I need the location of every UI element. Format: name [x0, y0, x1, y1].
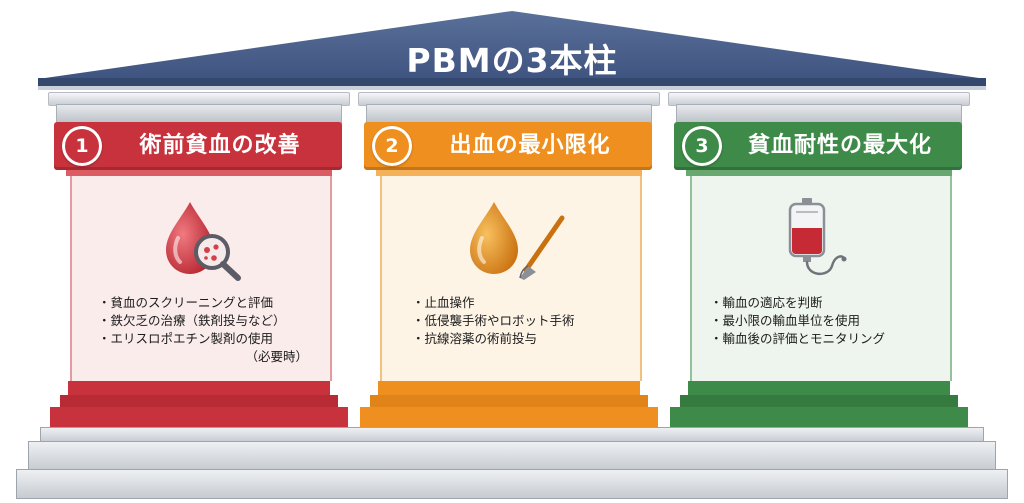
pillar-3-base-bottom [670, 407, 968, 427]
capital-1 [56, 104, 342, 124]
pillar-2-item: ・低侵襲手術やロボット手術 [412, 313, 575, 328]
pillar-2-item-list: ・止血操作 ・低侵襲手術やロボット手術 ・抗線溶薬の術前投与 [412, 294, 622, 348]
pillar-2-header-band [376, 170, 642, 176]
pillar-2-item: ・止血操作 [412, 295, 475, 310]
base-step-3 [16, 469, 1008, 499]
roof-eave [38, 78, 986, 88]
pillar-1-item: ・エリスロポエチン製剤の使用 [98, 331, 274, 346]
pillar-2-base-top [378, 381, 640, 395]
pillar-2-base-middle [370, 395, 648, 407]
pillar-3-base-middle [680, 395, 958, 407]
pillar-3-item-list: ・輸血の適応を判断 ・最小限の輸血単位を使用 ・輸血後の評価とモニタリング [710, 294, 930, 348]
blood-drop-magnifier-icon [166, 202, 241, 281]
pillar-3-item: ・最小限の輸血単位を使用 [710, 313, 861, 328]
pillar-2-item: ・抗線溶薬の術前投与 [412, 331, 538, 346]
pillar-1-base-top [68, 381, 330, 395]
pillar-3-item: ・輸血後の評価とモニタリング [710, 331, 886, 346]
blood-bag-icon [788, 198, 847, 275]
pillar-3-base-top [688, 381, 950, 395]
pillar-1-shaft [70, 176, 332, 381]
pillar-1-header-band [66, 170, 332, 176]
pillar-1-item: ・鉄欠乏の治療（鉄剤投与など） [98, 313, 286, 328]
pillar-1-heading: 術前貧血の改善 [139, 133, 301, 158]
pillar-3-header [674, 122, 962, 170]
pillar-1-header [54, 122, 342, 170]
pillar-1-base-middle [60, 395, 338, 407]
pillar-2-shaft [380, 176, 642, 381]
pillar-3-header-band [686, 170, 952, 176]
blood-drop-scalpel-icon [470, 202, 565, 280]
pillar-1-base-bottom [50, 407, 348, 427]
roof-trim [38, 86, 986, 90]
diagram-title: PBMの3本柱 [406, 41, 618, 80]
capital-3 [676, 104, 962, 124]
pillar-3-number: 3 [685, 129, 719, 163]
base-step-2 [28, 441, 996, 471]
roof-pediment [38, 11, 986, 79]
pillar-3-item: ・輸血の適応を判断 [710, 295, 823, 310]
pillar-1-item: ・貧血のスクリーニングと評価 [98, 295, 274, 310]
pillar-2-heading: 出血の最小限化 [449, 133, 611, 158]
capital-2 [366, 104, 652, 124]
pillar-3-heading: 貧血耐性の最大化 [747, 133, 932, 158]
pillar-2-number: 2 [375, 129, 409, 163]
pillar-1-item-list: ・貧血のスクリーニングと評価 ・鉄欠乏の治療（鉄剤投与など） ・エリスロポエチン… [98, 294, 308, 366]
pillar-1-number: 1 [65, 129, 99, 163]
pillar-2-header [364, 122, 652, 170]
pillar-2-base-bottom [360, 407, 658, 427]
pillar-1-item-note: （必要時） [245, 349, 308, 364]
